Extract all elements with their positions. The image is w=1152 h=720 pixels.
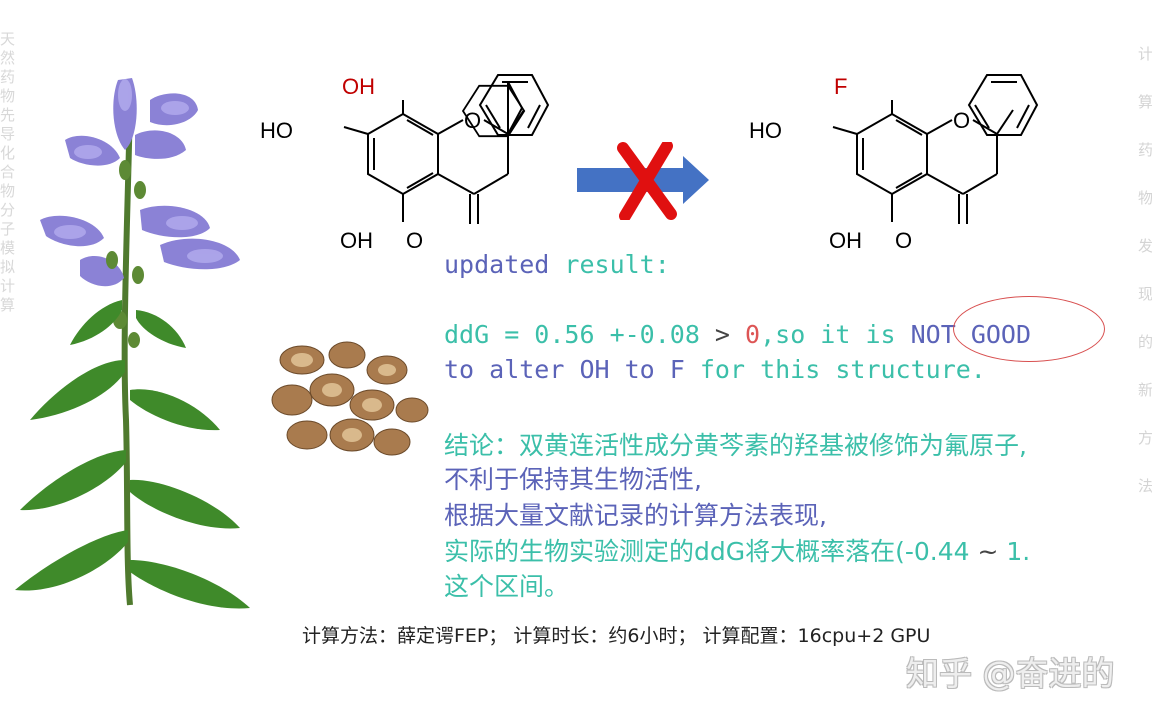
ddg-value: ddG = 0.56 +-0.08 [444,320,700,349]
result-heading: updated result: [444,250,670,279]
right-ho-label: HO [749,118,782,143]
alter-part1: to alter OH to F [444,355,700,384]
conclusion-line2: 不利于保持其生物活性, [444,465,702,494]
ddg-zero: 0 [745,320,761,349]
right-phenyl-ring [967,74,1039,136]
left-oh-bottom-label: OH [340,228,373,253]
alter-part2: for this structure. [699,355,986,384]
left-ring-o-label: O [464,108,481,133]
edge-left-text: 天然 药物 先导 化合 物分 子模 拟计 算 [0,30,16,314]
edge-right-text: 计算 药物 发现 的 新 方 法 [1138,45,1152,495]
baicalein-structure: OH HO O OH O [260,74,526,253]
result-heading-word2: result: [564,250,670,279]
right-oh-bottom-label: OH [829,228,862,253]
conclusion-line4a: 实际的生物实验测定的ddG将大概率落在(-0.44 [444,537,970,566]
alter-line: to alter OH to F for this structure. [444,355,986,384]
left-ho-label: HO [260,118,293,143]
right-ring-o-label: O [953,108,970,133]
zhihu-watermark: 知乎 @奋进的 [906,654,1115,693]
dried-root-slices-image [271,341,429,456]
conclusion-line3: 根据大量文献记录的计算方法表现, [444,501,827,530]
left-carbonyl-o-label: O [406,228,423,253]
left-substituent-label: OH [342,74,375,99]
ddg-so-it-is: ,so it is [760,320,911,349]
computation-footer: 计算方法：薛定谔FEP； 计算时长：约6小时； 计算配置：16cpu+2 GPU [302,625,931,647]
skullcap-plant-image [15,78,250,609]
right-substituent-label: F [834,74,847,99]
fluoro-baicalein-structure: F HO O OH O [749,74,1014,253]
conclusion-line1: 结论：双黄连活性成分黄芩素的羟基被修饰为氟原子, [444,431,1027,460]
result-heading-word1: updated [444,250,550,279]
ddg-line: ddG = 0.56 +-0.08 > 0,so it is NOT GOOD [444,320,1031,349]
ddg-gt: > [699,320,746,349]
right-carbonyl-o-label: O [895,228,912,253]
not-good-highlight-oval [953,296,1105,362]
left-phenyl-ring [478,74,550,136]
conclusion-line4c: 1. [1006,537,1031,566]
conclusion-line5: 这个区间。 [444,572,570,601]
red-x-icon [617,142,677,220]
conclusion-line4: 实际的生物实验测定的ddG将大概率落在(-0.44 ~ 1. [444,532,1030,568]
blocked-arrow [577,142,709,220]
conclusion-line4b: ~ [969,537,1007,566]
